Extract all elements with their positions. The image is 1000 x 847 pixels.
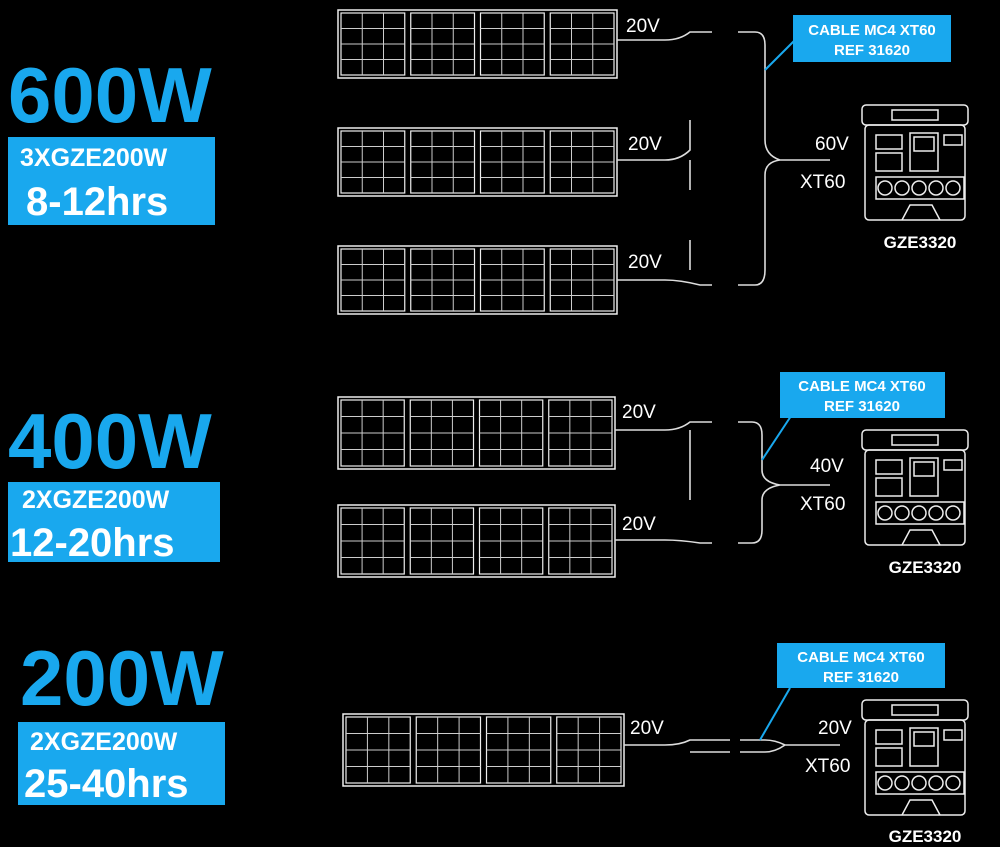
panel-voltage: 20V — [628, 252, 662, 273]
connector-type: XT60 — [805, 756, 850, 777]
spec-box — [8, 482, 220, 562]
cable-label: CABLE MC4 XT60 — [808, 22, 936, 39]
callout-line — [761, 409, 796, 461]
station-name: GZE3320 — [884, 233, 957, 252]
solar-panel — [342, 713, 625, 787]
power-station-icon — [861, 699, 969, 816]
power-station-icon — [861, 429, 969, 546]
cable-label: CABLE MC4 XT60 — [798, 378, 926, 395]
cable-ref: REF 31620 — [823, 669, 899, 686]
solar-panel — [337, 9, 618, 79]
power-title: 200W — [20, 634, 224, 722]
spec-box — [8, 137, 215, 225]
panels-label: 3XGZE200W — [20, 144, 168, 172]
panel-voltage: 20V — [622, 514, 656, 535]
panel-voltage: 20V — [622, 402, 656, 423]
panel-voltage: 20V — [630, 718, 664, 739]
spec-box — [18, 722, 225, 805]
duration: 8-12hrs — [26, 180, 168, 224]
section-600w: 600W 3XGZE200W 8-12hrs 20V 20V 20V CABLE… — [8, 15, 957, 286]
solar-panel — [337, 504, 616, 578]
panels-label: 2XGZE200W — [30, 728, 178, 756]
cable-label-box — [777, 643, 945, 688]
cable-label-box — [780, 372, 945, 418]
duration: 12-20hrs — [10, 521, 175, 565]
panel-voltage: 20V — [626, 16, 660, 37]
section-400w: 400W 2XGZE200W 12-20hrs 20V 20V CABLE MC… — [8, 372, 961, 577]
cable-label: CABLE MC4 XT60 — [797, 649, 925, 666]
power-station-icon — [861, 104, 969, 221]
panel-voltage: 20V — [628, 134, 662, 155]
callout-line — [764, 39, 796, 71]
station-name: GZE3320 — [889, 827, 962, 846]
callout-line — [759, 687, 791, 741]
solar-panel — [337, 127, 618, 197]
station-name: GZE3320 — [889, 558, 962, 577]
output-voltage: 20V — [818, 718, 852, 739]
power-title: 400W — [8, 397, 212, 485]
panels-label: 2XGZE200W — [22, 486, 170, 514]
cable-ref: REF 31620 — [834, 42, 910, 59]
connector-type: XT60 — [800, 494, 845, 515]
output-voltage: 60V — [815, 134, 849, 155]
section-200w: 200W 2XGZE200W 25-40hrs 20V CABLE MC4 XT… — [18, 634, 961, 846]
cable-label-box — [793, 15, 951, 62]
duration: 25-40hrs — [24, 762, 189, 806]
connector-type: XT60 — [800, 172, 845, 193]
power-title: 600W — [8, 51, 212, 139]
solar-panel — [337, 245, 618, 315]
solar-panel — [337, 396, 616, 470]
cable-ref: REF 31620 — [824, 398, 900, 415]
output-voltage: 40V — [810, 456, 844, 477]
